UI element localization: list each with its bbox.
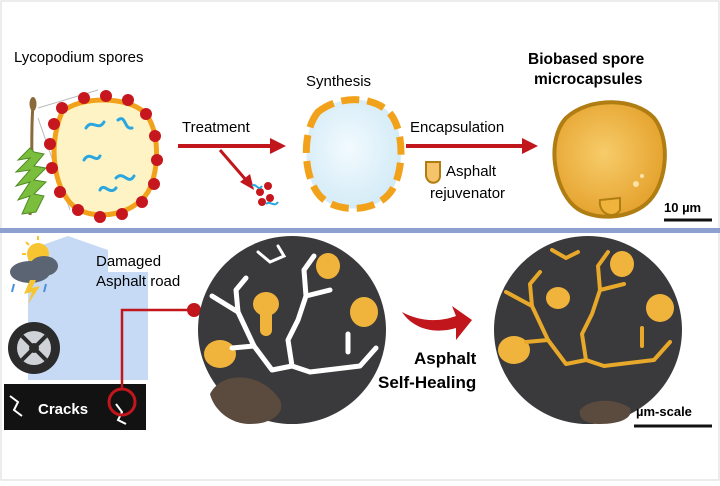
product-title-line1: Biobased spore xyxy=(528,51,645,68)
zoom-guide-line xyxy=(37,89,99,109)
synthesis-label: Synthesis xyxy=(306,73,371,90)
side-arrow xyxy=(218,149,254,190)
damaged-label-line2: Asphalt road xyxy=(96,273,180,290)
treatment-label: Treatment xyxy=(182,119,251,136)
car-wheel-icon xyxy=(8,322,60,374)
asphalt-label: Asphalt xyxy=(446,163,497,180)
spore-content-strands xyxy=(82,117,136,193)
connector-dot xyxy=(187,303,201,317)
cracks-label: Cracks xyxy=(38,401,88,418)
spores-label: Lycopodium spores xyxy=(14,49,144,66)
weather-icon xyxy=(10,236,58,304)
hollow-spore-shell xyxy=(302,96,405,212)
product-title-line2: microcapsules xyxy=(534,71,643,88)
um-scale-label: µm-scale xyxy=(636,404,692,419)
moss-plant-icon xyxy=(14,97,48,216)
rejuvenator-icon xyxy=(425,161,441,184)
removed-content-icon xyxy=(251,182,279,206)
panel-divider xyxy=(0,228,720,233)
zoom-connector xyxy=(120,308,192,389)
rejuvenator-label: rejuvenator xyxy=(430,185,505,202)
treatment-arrow xyxy=(178,138,286,154)
damaged-label-line1: Damaged xyxy=(96,253,161,270)
crack-icon xyxy=(9,395,23,417)
healed-asphalt-circle xyxy=(494,236,682,424)
encapsulation-arrow xyxy=(406,138,538,154)
lycopodium-spore xyxy=(44,90,163,223)
healing-label-line2: Self-Healing xyxy=(378,373,476,392)
spore-spikes xyxy=(44,90,163,223)
open-cracks xyxy=(209,253,379,375)
damaged-asphalt-circle xyxy=(198,236,386,424)
healing-arrow xyxy=(402,306,472,340)
scale-bar-label: 10 µm xyxy=(664,200,701,215)
healing-label-line1: Asphalt xyxy=(414,349,477,368)
encapsulation-label: Encapsulation xyxy=(410,119,504,136)
healed-cracks xyxy=(504,248,672,368)
spore-microcapsule xyxy=(552,100,667,219)
